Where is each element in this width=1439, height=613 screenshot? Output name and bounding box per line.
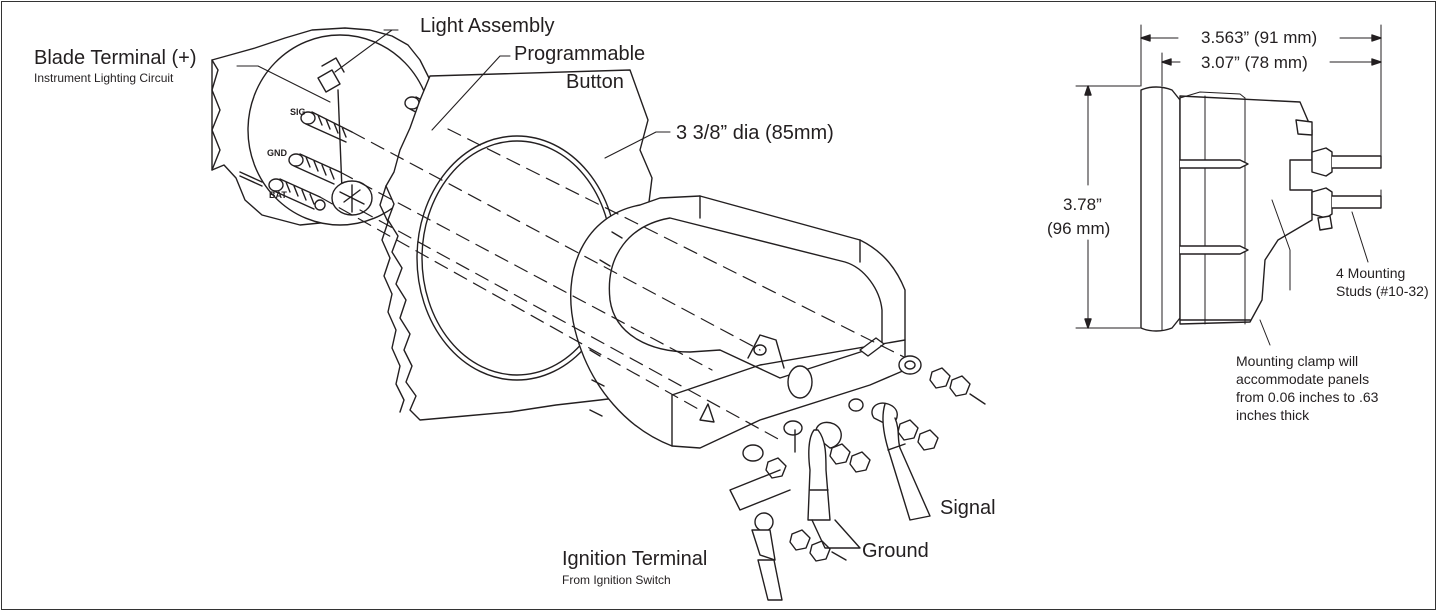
alignment-lines: [319, 128, 911, 441]
diameter-label: 3 3/8” dia (85mm): [676, 122, 834, 144]
side-profile-view: [1075, 24, 1382, 346]
programmable-button-label-line2: Button: [566, 71, 624, 93]
blade-terminal-label: Blade Terminal (+): [34, 47, 197, 69]
light-assembly-bracket: [317, 69, 341, 93]
ignition-terminal-label: Ignition Terminal: [562, 548, 708, 570]
clamp-note-line: inches thick: [1236, 407, 1310, 423]
clamp-note: Mounting clamp will accommodate panels f…: [1236, 352, 1378, 424]
programmable-button-label-line1: Programmable: [514, 43, 646, 65]
clamp-note-line: from 0.06 inches to .63: [1236, 389, 1379, 405]
signal-label: Signal: [940, 497, 996, 519]
height-dimension-line2: (96 mm): [1047, 219, 1111, 238]
body-depth-dimension: 3.07” (78 mm): [1198, 54, 1311, 71]
overall-depth-dimension: 3.563” (91 mm): [1198, 29, 1321, 46]
clamp-note-line: Mounting clamp will: [1236, 353, 1359, 369]
terminal-label-gnd: GND: [267, 148, 287, 158]
terminal-label-bat: BAT: [269, 190, 287, 200]
clamp-note-line: accommodate panels: [1236, 371, 1370, 387]
blade-terminal-sublabel: Instrument Lighting Circuit: [34, 71, 174, 85]
terminal-label-sig: SIG: [290, 107, 306, 117]
leader-lines: [236, 29, 671, 159]
ignition-terminal-sublabel: From Ignition Switch: [562, 573, 671, 587]
washers-nuts: [742, 355, 986, 562]
profile-studs: [1311, 147, 1382, 231]
mounting-studs-label-line2: Studs (#10-32): [1336, 283, 1429, 299]
mounting-studs-label-line1: 4 Mounting: [1336, 265, 1406, 281]
mounting-stud: [288, 153, 341, 185]
mounting-stud: [268, 178, 321, 210]
signal-wire: [882, 403, 931, 521]
ignition-wire: [729, 429, 796, 601]
ground-wire: [807, 429, 861, 549]
light-assembly-label: Light Assembly: [420, 15, 555, 37]
ground-label: Ground: [862, 540, 929, 562]
height-dimension-line1: 3.78”: [1063, 195, 1102, 214]
mounting-stud: [300, 111, 353, 143]
